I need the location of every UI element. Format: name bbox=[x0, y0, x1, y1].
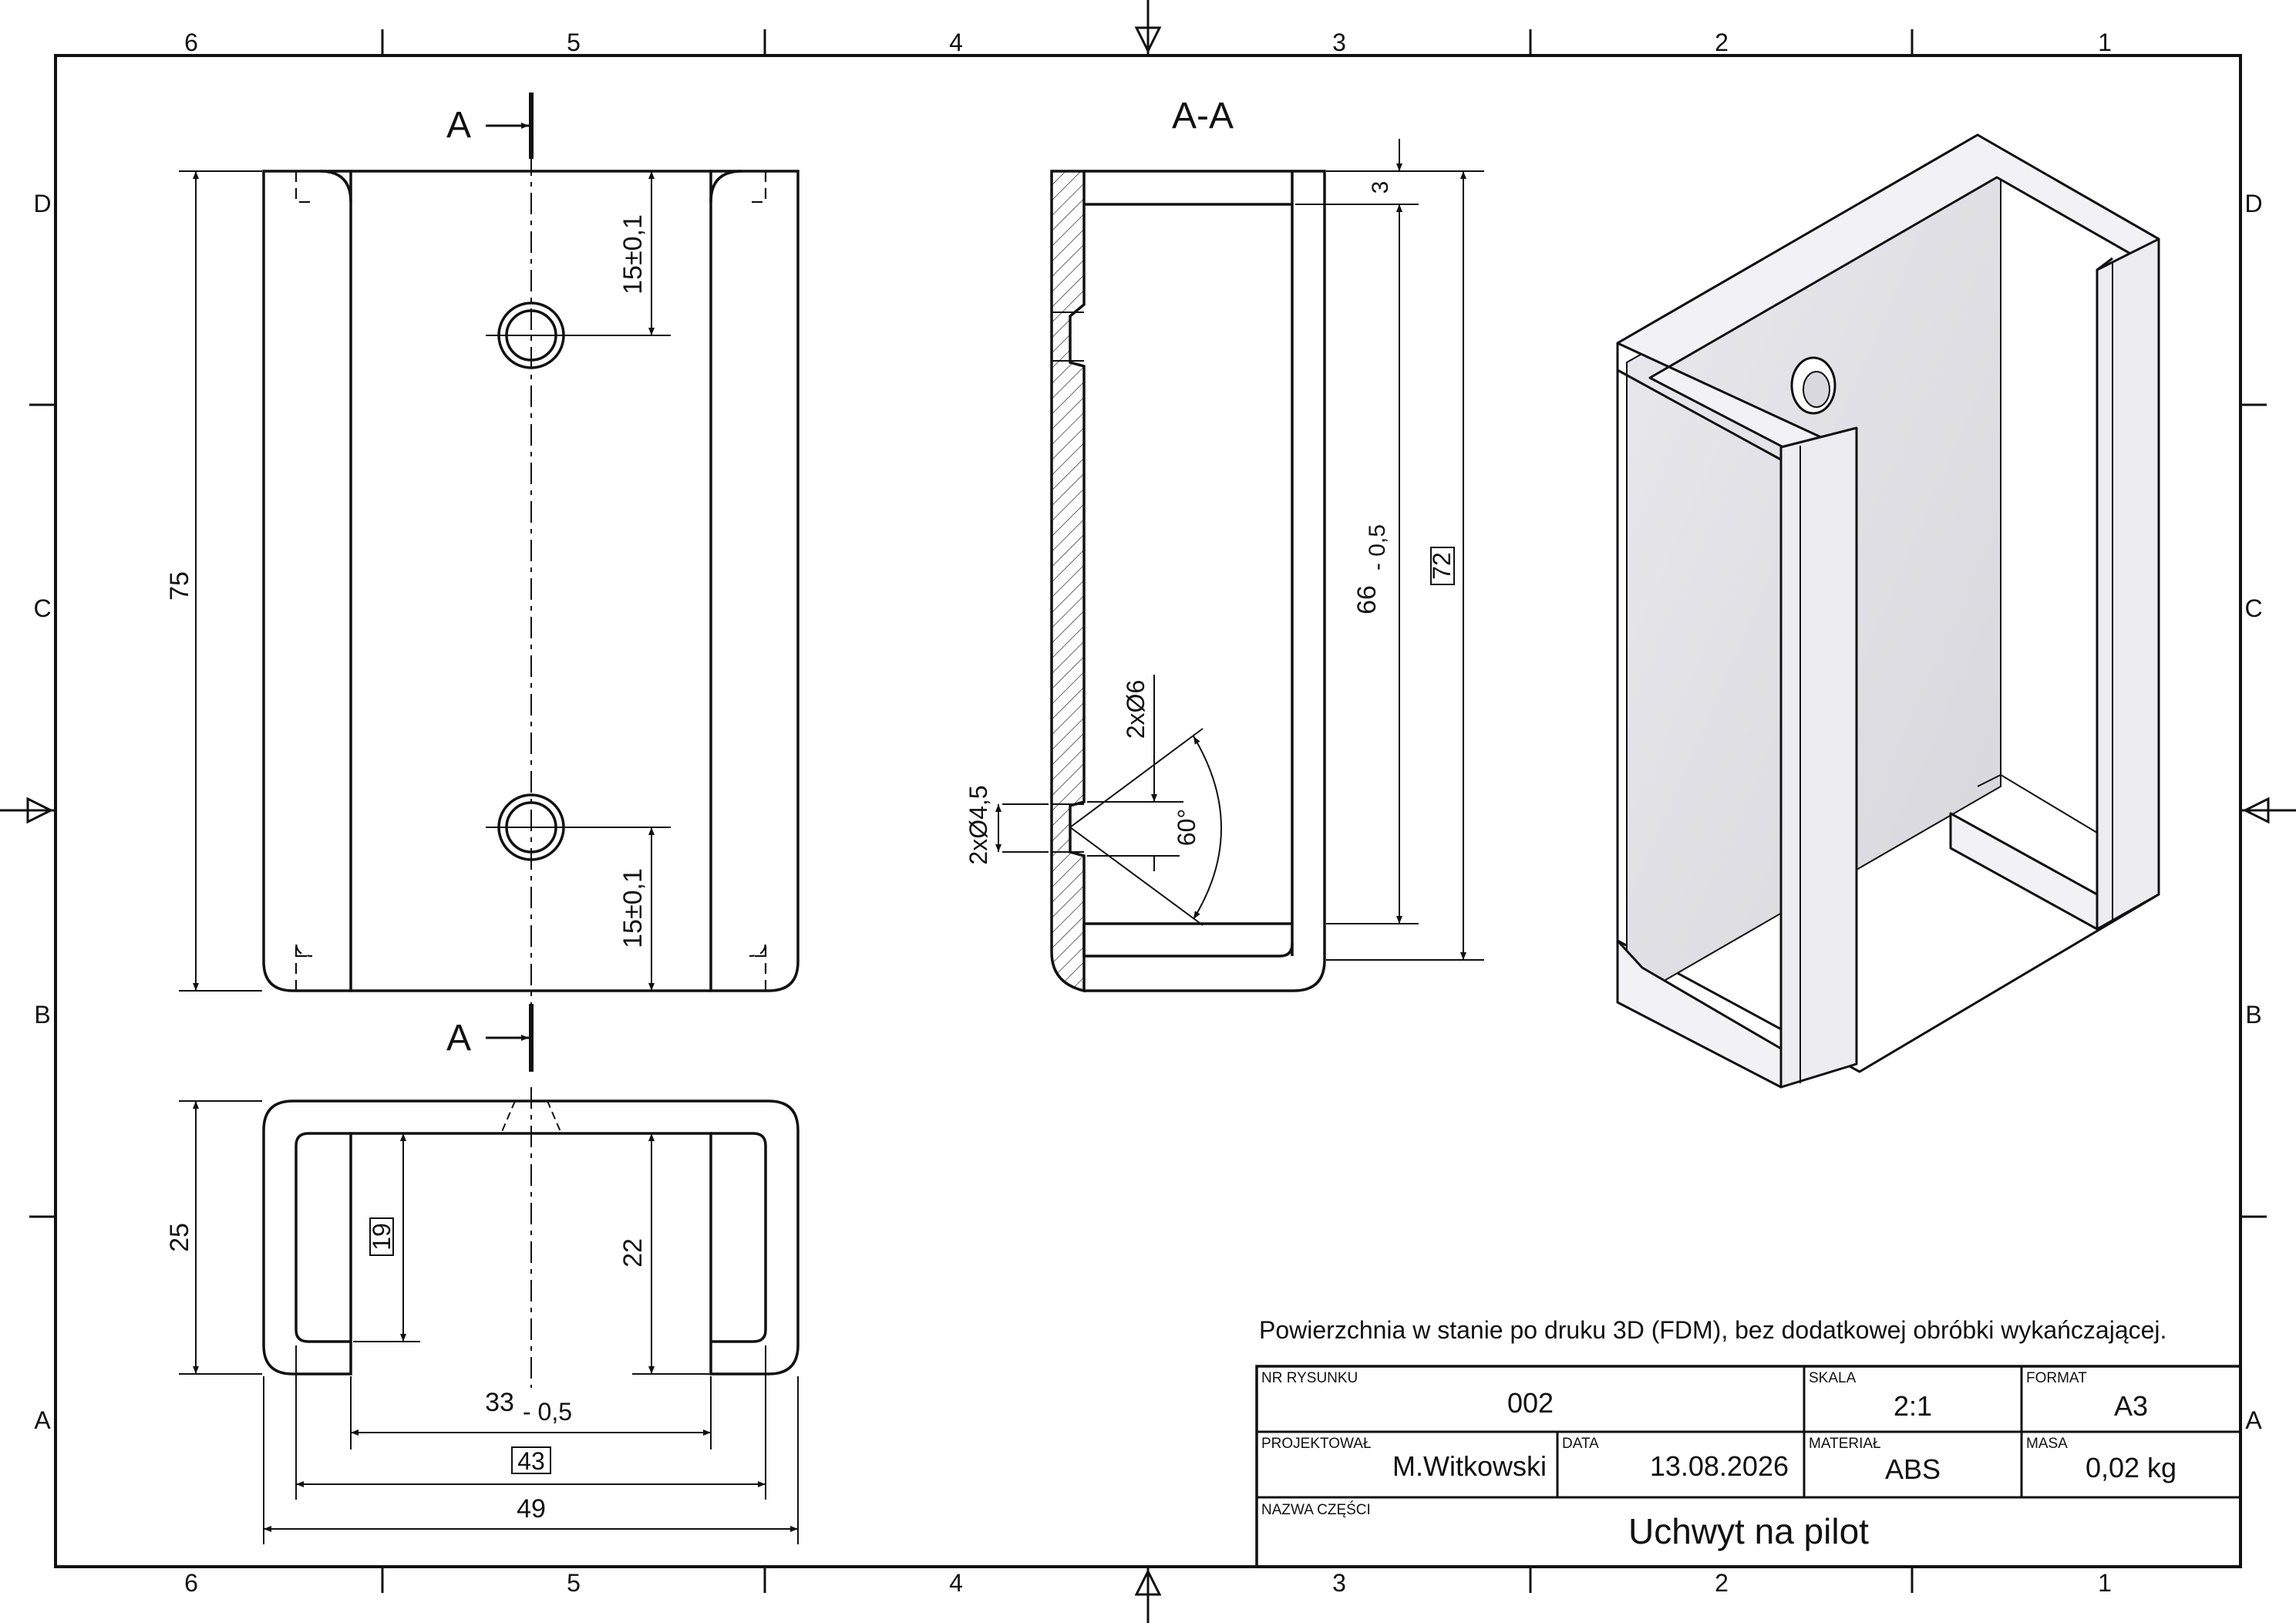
part-name: Uchwyt na pilot bbox=[1628, 1511, 1869, 1551]
column-label-bottom: 2 bbox=[1715, 1569, 1729, 1597]
title-block-label: DATA bbox=[1562, 1436, 1599, 1452]
reference-box-72 bbox=[1430, 547, 1455, 585]
drawing-scale: 2:1 bbox=[1894, 1390, 1932, 1422]
front-view bbox=[262, 154, 800, 1006]
row-label-left: C bbox=[33, 594, 51, 622]
dimension-33: 33 bbox=[485, 1388, 514, 1417]
row-label-left: B bbox=[34, 1001, 50, 1029]
mass-value: 0,02 kg bbox=[2086, 1452, 2176, 1483]
top-view-dimensions bbox=[179, 1100, 799, 1544]
dimension-3: 3 bbox=[1368, 181, 1393, 194]
title-block-label: SKALA bbox=[1809, 1370, 1857, 1386]
dimension-15-bottom: 15±0,1 bbox=[618, 868, 648, 948]
dimension-66: 66 bbox=[1352, 585, 1382, 615]
title-block-label: MATERIAŁ bbox=[1809, 1436, 1881, 1452]
top-view bbox=[262, 1087, 800, 1388]
column-label-top: 2 bbox=[1715, 29, 1729, 56]
row-label-left: D bbox=[33, 190, 51, 217]
dimension-75: 75 bbox=[165, 571, 194, 601]
section-view-dimensions bbox=[995, 139, 1484, 961]
column-label-top: 1 bbox=[2098, 29, 2112, 56]
centering-mark-right bbox=[2240, 796, 2296, 824]
title-block-label: NAZWA CZĘŚCI bbox=[1261, 1501, 1371, 1518]
column-label-top: 3 bbox=[1332, 29, 1346, 56]
title-block-label: PROJEKTOWAŁ bbox=[1261, 1436, 1372, 1452]
row-label-left: A bbox=[34, 1406, 51, 1434]
material-value: ABS bbox=[1885, 1453, 1941, 1485]
dimension-19-reference: 19 bbox=[368, 1223, 396, 1251]
dimension-25: 25 bbox=[165, 1223, 194, 1252]
title-block-label: MASA bbox=[2026, 1436, 2068, 1452]
column-label-top: 4 bbox=[949, 29, 963, 56]
section-marker-label: A bbox=[446, 105, 471, 146]
drawing-date: 13.08.2026 bbox=[1650, 1450, 1789, 1482]
isometric-view bbox=[1616, 133, 2160, 1089]
title-block-label: NR RYSUNKU bbox=[1261, 1370, 1358, 1386]
column-label-bottom: 1 bbox=[2098, 1569, 2112, 1597]
dimension-66-tolerance: - 0,5 bbox=[1365, 524, 1390, 571]
dimension-15-top: 15±0,1 bbox=[618, 214, 648, 295]
reference-box-19 bbox=[369, 1217, 394, 1256]
section-view bbox=[1050, 170, 1326, 993]
row-label-right: B bbox=[2245, 1001, 2261, 1029]
dimension-angle-60: 60° bbox=[1173, 809, 1200, 846]
dimension-22: 22 bbox=[618, 1238, 648, 1268]
dimension-43-reference: 43 bbox=[517, 1447, 545, 1475]
dimension-49: 49 bbox=[517, 1494, 546, 1524]
dimension-72-reference: 72 bbox=[1428, 552, 1456, 580]
title-block-label: FORMAT bbox=[2026, 1370, 2087, 1386]
drawing-format: A3 bbox=[2114, 1390, 2148, 1422]
column-label-top: 6 bbox=[184, 29, 198, 56]
title-block bbox=[1255, 1365, 2242, 1568]
centering-mark-bottom bbox=[1134, 1567, 1162, 1623]
row-label-right: D bbox=[2244, 190, 2262, 217]
dimension-diameter-6: 2xØ6 bbox=[1122, 680, 1150, 739]
column-label-bottom: 3 bbox=[1332, 1569, 1346, 1597]
section-view-title: A-A bbox=[1172, 96, 1234, 136]
centering-mark-left bbox=[0, 796, 56, 824]
front-view-dimensions bbox=[179, 170, 671, 992]
section-marker-top: A bbox=[446, 93, 534, 159]
row-label-right: C bbox=[2244, 594, 2262, 622]
dimension-diameter-4-5: 2xØ4,5 bbox=[965, 785, 992, 864]
column-label-bottom: 6 bbox=[184, 1569, 198, 1597]
section-marker-bottom: A bbox=[446, 1004, 534, 1072]
column-label-bottom: 5 bbox=[567, 1569, 581, 1597]
row-label-right: A bbox=[2245, 1406, 2262, 1434]
drawing-number: 002 bbox=[1507, 1387, 1554, 1419]
section-marker-label: A bbox=[446, 1018, 471, 1059]
reference-box-43 bbox=[511, 1446, 551, 1474]
designer-name: M.Witkowski bbox=[1392, 1450, 1547, 1482]
column-label-bottom: 4 bbox=[949, 1569, 963, 1597]
column-label-top: 5 bbox=[567, 29, 581, 56]
centering-mark-top bbox=[1134, 0, 1162, 56]
surface-note: Powierzchnia w stanie po druku 3D (FDM),… bbox=[1259, 1316, 2166, 1344]
dimension-33-tolerance: - 0,5 bbox=[523, 1398, 572, 1426]
